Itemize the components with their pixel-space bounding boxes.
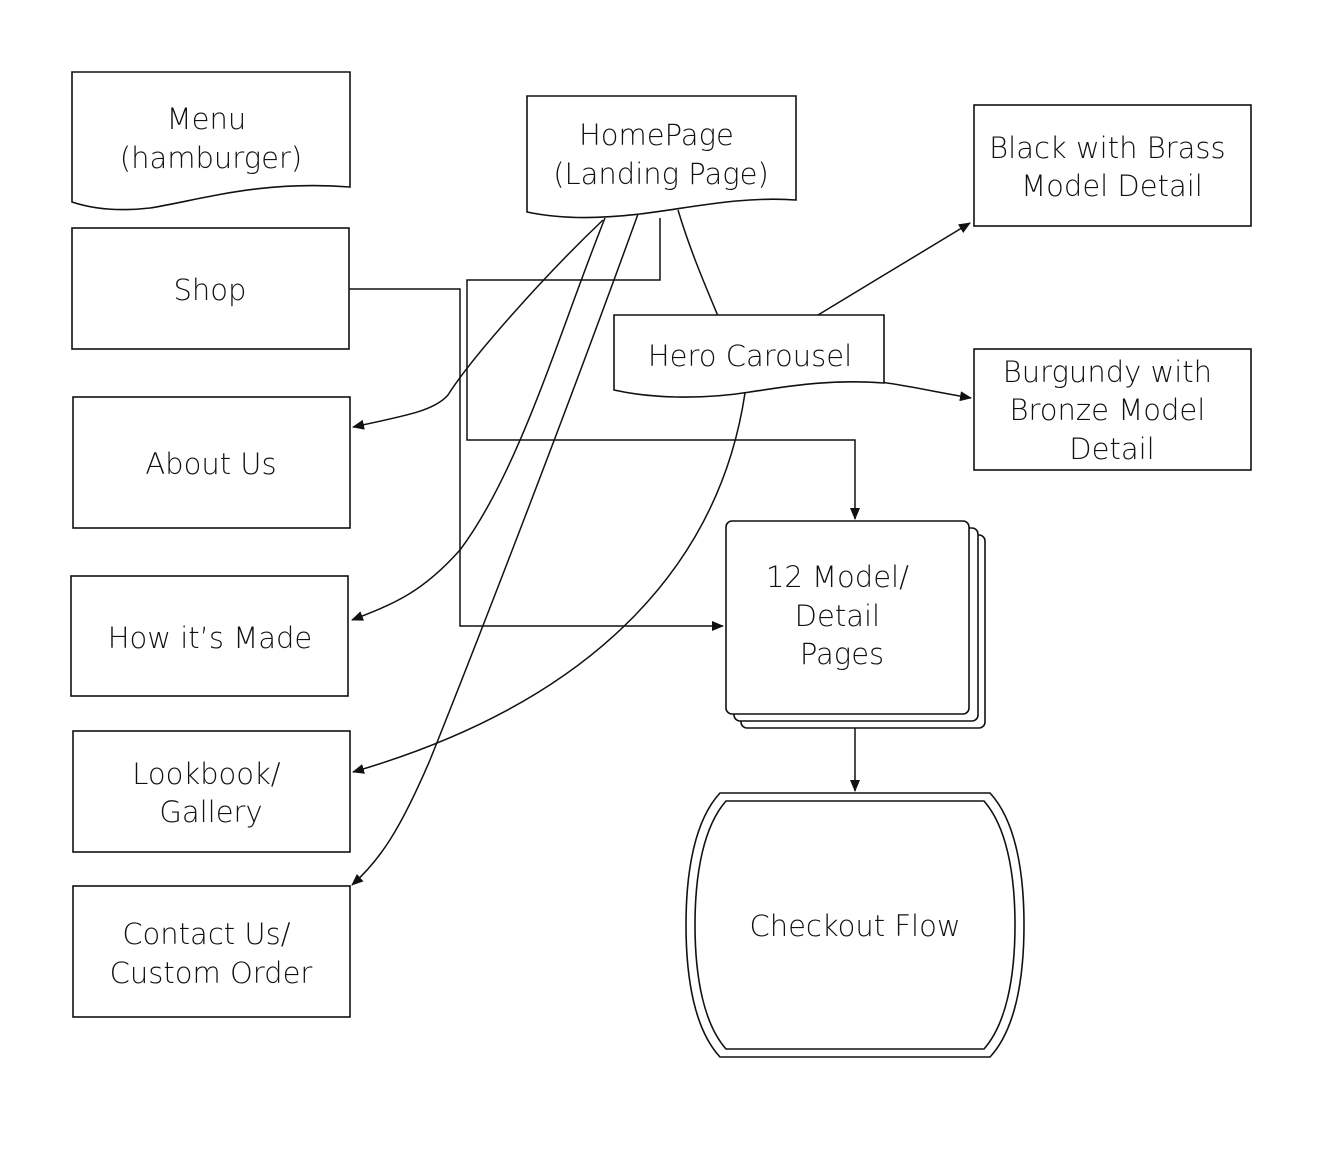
burgundy-bronze-label: Burgundy with Bronze Model Detail <box>1003 355 1221 466</box>
menu-label: Menu (hamburger) <box>120 102 302 175</box>
node-model-pages: 12 Model/ Detail Pages <box>725 520 986 729</box>
edges <box>349 209 972 886</box>
edge-homepage-to-how-made <box>351 217 606 621</box>
edge-homepage-to-model-pages <box>466 218 860 520</box>
node-menu: Menu (hamburger) <box>71 71 351 211</box>
checkout-inner-outline <box>694 800 1016 1050</box>
menu-document-shape <box>71 71 351 211</box>
hero-carousel-label: Hero Carousel <box>648 339 852 373</box>
node-lookbook: Lookbook/ Gallery <box>72 730 351 853</box>
edge-hero-carousel-to-lookbook <box>352 392 746 774</box>
about-us-label: About Us <box>145 447 276 481</box>
edge-shop-to-model-pages <box>349 288 724 631</box>
node-shop: Shop <box>71 227 350 350</box>
how-its-made-label: How it’s Made <box>108 621 313 655</box>
burgundy-bronze-box <box>973 348 1252 471</box>
shop-label: Shop <box>174 273 247 307</box>
model-pages-label: 12 Model/ Detail Pages <box>766 560 918 671</box>
black-brass-box <box>973 104 1252 227</box>
contact-us-box <box>72 885 351 1018</box>
node-hero-carousel: Hero Carousel <box>613 314 885 398</box>
shop-box <box>71 227 350 350</box>
node-how-its-made: How it’s Made <box>70 575 349 697</box>
node-homepage: HomePage (Landing Page) <box>526 95 797 219</box>
contact-us-label: Contact Us/ Custom Order <box>110 917 313 990</box>
homepage-label: HomePage (Landing Page) <box>553 118 769 191</box>
edge-homepage-to-hero-carousel <box>677 209 719 317</box>
node-contact-us: Contact Us/ Custom Order <box>72 885 351 1018</box>
edge-hero-carousel-to-burgundy <box>879 381 972 402</box>
lookbook-box <box>72 730 351 853</box>
lookbook-label: Lookbook/ Gallery <box>132 757 290 829</box>
checkout-label: Checkout Flow <box>749 909 960 943</box>
node-checkout-flow: Checkout Flow <box>685 792 1025 1058</box>
how-its-made-box <box>70 575 349 697</box>
edge-homepage-to-about-us <box>352 219 604 430</box>
black-brass-label: Black with Brass Model Detail <box>989 131 1235 203</box>
node-burgundy-bronze-detail: Burgundy with Bronze Model Detail <box>973 348 1252 471</box>
edge-hero-carousel-to-black-brass <box>817 222 971 316</box>
edge-homepage-to-contact <box>351 213 639 886</box>
model-pages-stack-front <box>725 520 970 715</box>
node-about-us: About Us <box>72 396 351 529</box>
about-us-box <box>72 396 351 529</box>
node-black-brass-detail: Black with Brass Model Detail <box>973 104 1252 227</box>
hero-carousel-document-shape <box>613 314 885 398</box>
homepage-document-shape <box>526 95 797 219</box>
